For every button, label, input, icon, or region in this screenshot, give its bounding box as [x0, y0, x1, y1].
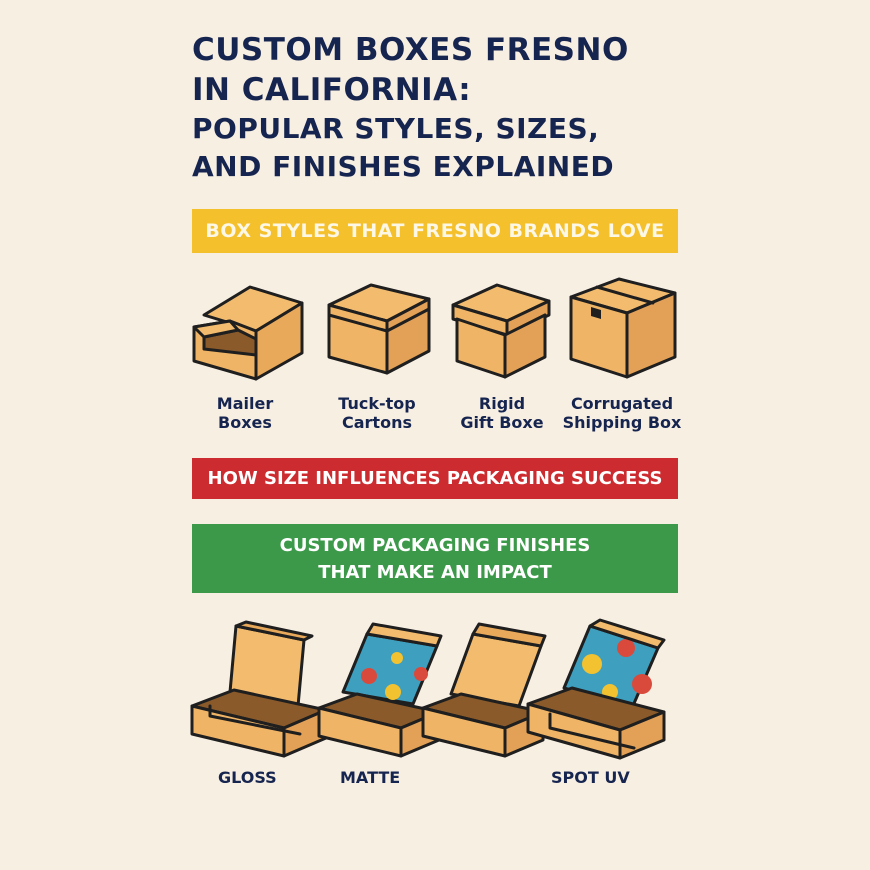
- size-heading-band: HOW SIZE INFLUENCES PACKAGING SUCCESS: [192, 458, 678, 499]
- rigid-gift-box-icon: [451, 283, 551, 379]
- patterned-open-box-icon: [317, 622, 443, 758]
- open-box-icon: [190, 620, 328, 758]
- finish-label-matte: MATTE: [340, 768, 401, 787]
- title-line-4: AND FINISHES EXPLAINED: [192, 150, 615, 183]
- page-title: CUSTOM BOXES FRESNO IN CALIFORNIA: POPUL…: [192, 30, 712, 186]
- tuck-top-carton-icon: [327, 283, 431, 375]
- title-line-1: CUSTOM BOXES FRESNO: [192, 32, 629, 68]
- style-label-tuck-top: Tuck-top Cartons: [338, 394, 416, 432]
- finishes-heading-band: CUSTOM PACKAGING FINISHES THAT MAKE AN I…: [192, 524, 678, 593]
- patterned-open-box-icon: [526, 618, 666, 760]
- finishes-heading-line-1: CUSTOM PACKAGING FINISHES: [279, 534, 591, 556]
- style-label-mailer: Mailer Boxes: [216, 394, 274, 432]
- title-line-2: IN CALIFORNIA:: [192, 72, 472, 108]
- size-heading: HOW SIZE INFLUENCES PACKAGING SUCCESS: [207, 468, 663, 489]
- mailer-box-icon: [192, 285, 304, 381]
- style-label-corrugated: Corrugated Shipping Box: [562, 394, 682, 432]
- title-line-3: POPULAR STYLES, SIZES,: [192, 112, 600, 145]
- shipping-box-icon: [569, 277, 677, 379]
- styles-heading-band: BOX STYLES THAT FRESNO BRANDS LOVE: [192, 209, 678, 253]
- finishes-heading-line-2: THAT MAKE AN IMPACT: [318, 561, 552, 583]
- style-label-rigid: Rigid Gift Boxe: [460, 394, 544, 432]
- styles-heading: BOX STYLES THAT FRESNO BRANDS LOVE: [205, 220, 665, 242]
- finish-label-spot-uv: SPOT UV: [551, 768, 630, 787]
- finish-label-gloss: GLOSS: [218, 768, 277, 787]
